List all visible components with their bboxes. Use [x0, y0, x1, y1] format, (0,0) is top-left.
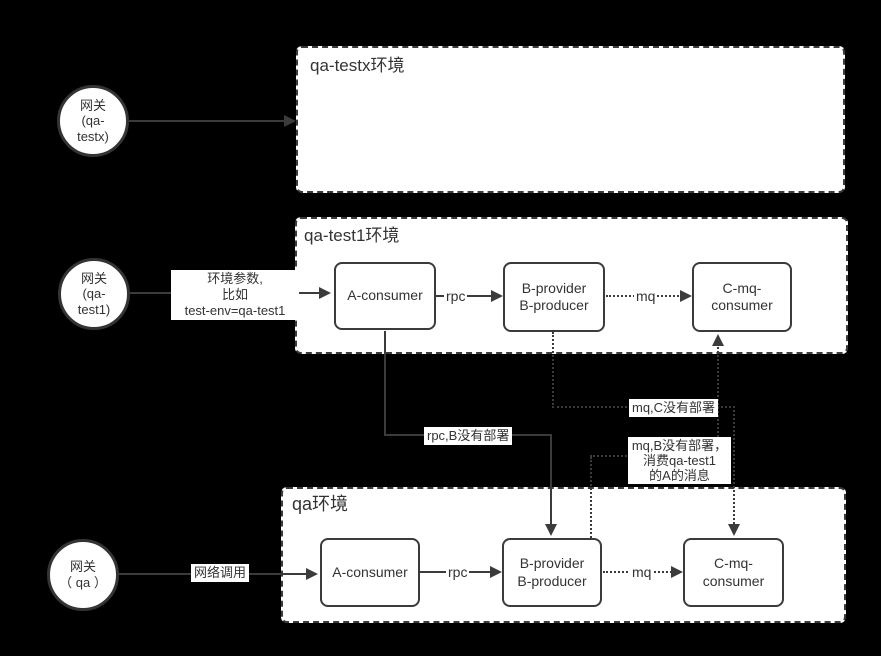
node-a-consumer-qa: A-consumer [320, 538, 420, 607]
node-c-mq-consumer-test1: C-mq- consumer [692, 262, 792, 332]
connector-mq-b-fallback-v1 [590, 457, 592, 538]
label-mq-c-fallback: mq,C没有部署 [629, 399, 719, 417]
arrowhead-rpc-qa [490, 566, 502, 578]
node-b-provider-qa-line1: B-provider [519, 555, 585, 571]
node-b-provider-test1: B-provider B-producer [503, 262, 605, 332]
arrowhead-rpc-fallback [545, 524, 557, 536]
node-c-mq-consumer-test1-line2: consumer [711, 297, 773, 313]
node-c-mq-consumer-qa-line2: consumer [702, 572, 765, 589]
gateway-qa-testx-line3: testx) [77, 128, 109, 144]
connector-mq-c-fallback-v2 [733, 406, 735, 524]
gateway-qa-test1: 网关 (qa- test1) [58, 258, 130, 330]
label-mq-b-fallback-line1: mq,B没有部署， [631, 438, 728, 453]
node-c-mq-consumer-qa-line1: C-mq- [714, 555, 753, 571]
label-mq-b-fallback: mq,B没有部署， 消费qa-test1 的A的消息 [628, 437, 731, 484]
label-env-param: 环境参数, 比如 test-env=qa-test1 [171, 270, 299, 320]
gateway-qa-test1-line2: (qa- [82, 286, 106, 302]
node-b-provider-qa: B-provider B-producer [502, 538, 602, 607]
node-a-consumer-qa-label: A-consumer [332, 563, 408, 580]
label-rpc-qa: rpc [446, 564, 470, 580]
label-rpc-test1: rpc [444, 288, 468, 304]
connector-rpc-fallback-v2 [550, 434, 552, 526]
label-env-param-line2: 比如 [221, 287, 248, 302]
arrowhead-mq-test1 [680, 290, 692, 302]
label-network-call: 网络调用 [191, 564, 250, 582]
node-c-mq-consumer-qa: C-mq- consumer [683, 538, 784, 607]
gateway-qa-testx: 网关 (qa- testx) [57, 85, 129, 157]
label-mq-b-fallback-line3: 的A的消息 [649, 468, 710, 483]
env-title-qa-test1: qa-test1环境 [304, 226, 400, 245]
arrowhead-gw-testx [284, 115, 296, 127]
label-env-param-line1: 环境参数, [207, 271, 263, 286]
gateway-qa-test1-line1: 网关 [80, 270, 107, 286]
label-mq-test1: mq [634, 288, 658, 304]
gateway-qa-testx-line2: (qa- [81, 113, 105, 129]
connector-rpc-fallback-v1 [384, 331, 386, 436]
node-b-provider-qa-line2: B-producer [517, 572, 587, 589]
label-mq-qa: mq [630, 564, 654, 580]
arrowhead-mq-c-fallback [728, 524, 740, 536]
gateway-qa: 网关 （ qa ） [47, 539, 119, 611]
env-title-qa-testx: qa-testx环境 [310, 56, 405, 75]
arrowhead-gw-test1 [319, 287, 331, 299]
connector-gw-testx-line [128, 120, 285, 122]
env-box-qa-testx [296, 46, 845, 193]
arrowhead-mq-qa [671, 566, 683, 578]
arrowhead-mq-b-fallback [712, 334, 724, 346]
gateway-qa-test1-line3: test1) [77, 301, 111, 317]
node-c-mq-consumer-test1-line1: C-mq- [722, 279, 762, 296]
node-b-provider-test1-line1: B-provider [521, 279, 587, 296]
node-b-provider-test1-line2: B-producer [519, 297, 589, 313]
env-title-qa: qa环境 [292, 494, 349, 514]
label-mq-b-fallback-line2: 消费qa-test1 [643, 453, 716, 468]
node-a-consumer-test1: A-consumer [334, 262, 436, 330]
label-rpc-fallback: rpc,B没有部署 [424, 427, 513, 445]
node-a-consumer-test1-label: A-consumer [347, 287, 423, 304]
gateway-qa-line2: （ qa ） [59, 575, 107, 590]
label-env-param-line3: test-env=qa-test1 [184, 303, 286, 318]
gateway-qa-testx-line1: 网关 [79, 97, 106, 113]
connector-mq-c-fallback-v1 [552, 332, 554, 408]
arrowhead-rpc-test1 [491, 290, 503, 302]
gateway-qa-line1: 网关 [69, 559, 96, 575]
arrowhead-gw-qa [306, 568, 318, 580]
